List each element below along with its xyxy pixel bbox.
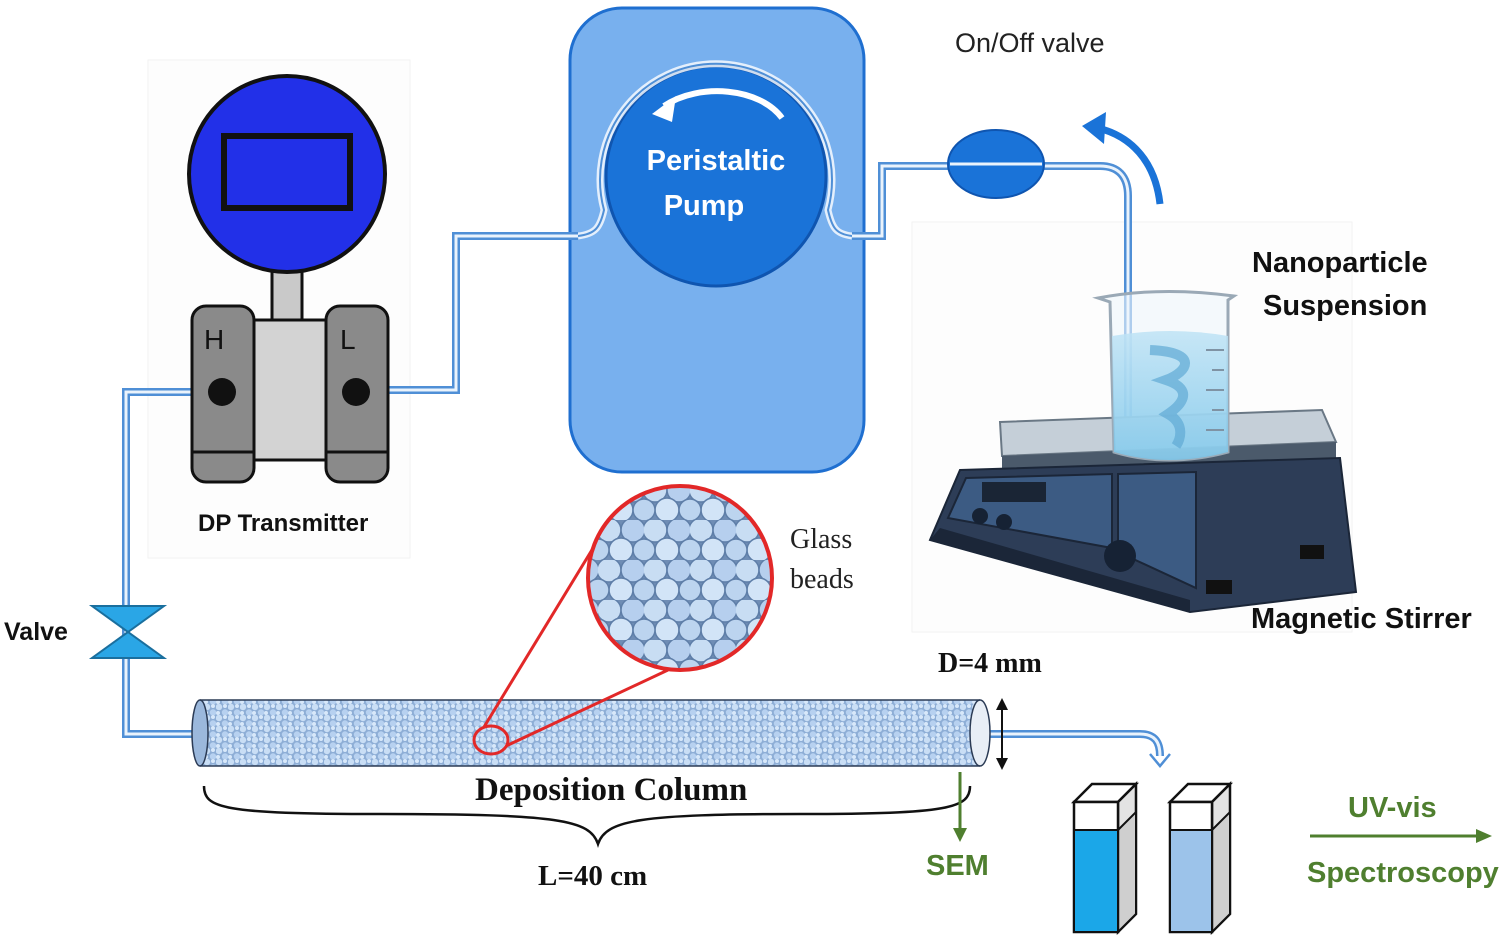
pump-label-line2: Pump bbox=[663, 190, 745, 222]
glass-beads-label-line2: beads bbox=[790, 564, 854, 595]
peristaltic-pump-icon bbox=[568, 6, 866, 474]
tubing bbox=[122, 162, 1171, 768]
magnetic-stirrer-label: Magnetic Stirrer bbox=[1251, 603, 1472, 635]
onoff-valve-icon bbox=[947, 112, 1164, 205]
port-l-label: L bbox=[340, 324, 356, 355]
pump-label-line1: Peristaltic bbox=[646, 145, 786, 177]
cuvette-icon bbox=[1070, 780, 1140, 936]
valve-icon bbox=[88, 605, 168, 659]
dp-transmitter-label: DP Transmitter bbox=[198, 510, 369, 537]
length-label: L=40 cm bbox=[538, 860, 648, 892]
uvvis-label-line1: UV-vis bbox=[1348, 792, 1437, 824]
glass-beads-label-line1: Glass bbox=[790, 524, 853, 555]
nanoparticle-label-line2: Suspension bbox=[1263, 290, 1428, 322]
dp-transmitter-icon bbox=[187, 74, 390, 484]
magnifier-icon bbox=[472, 484, 774, 756]
uvvis-label-line2: Spectroscopy bbox=[1307, 857, 1499, 889]
nanoparticle-label-line1: Nanoparticle bbox=[1252, 247, 1428, 279]
onoff-valve-label: On/Off valve bbox=[955, 28, 1105, 58]
column-icon bbox=[191, 698, 1008, 848]
beaker-icon bbox=[1092, 289, 1239, 462]
uvvis-arrow bbox=[1310, 829, 1492, 843]
port-h-label: H bbox=[204, 324, 225, 355]
valve-label: Valve bbox=[4, 618, 68, 646]
cuvette-icon bbox=[1166, 780, 1234, 936]
deposition-column-label: Deposition Column bbox=[475, 772, 748, 808]
diameter-label: D=4 mm bbox=[938, 648, 1042, 679]
sem-arrow bbox=[953, 772, 967, 842]
sem-label: SEM bbox=[926, 850, 989, 882]
